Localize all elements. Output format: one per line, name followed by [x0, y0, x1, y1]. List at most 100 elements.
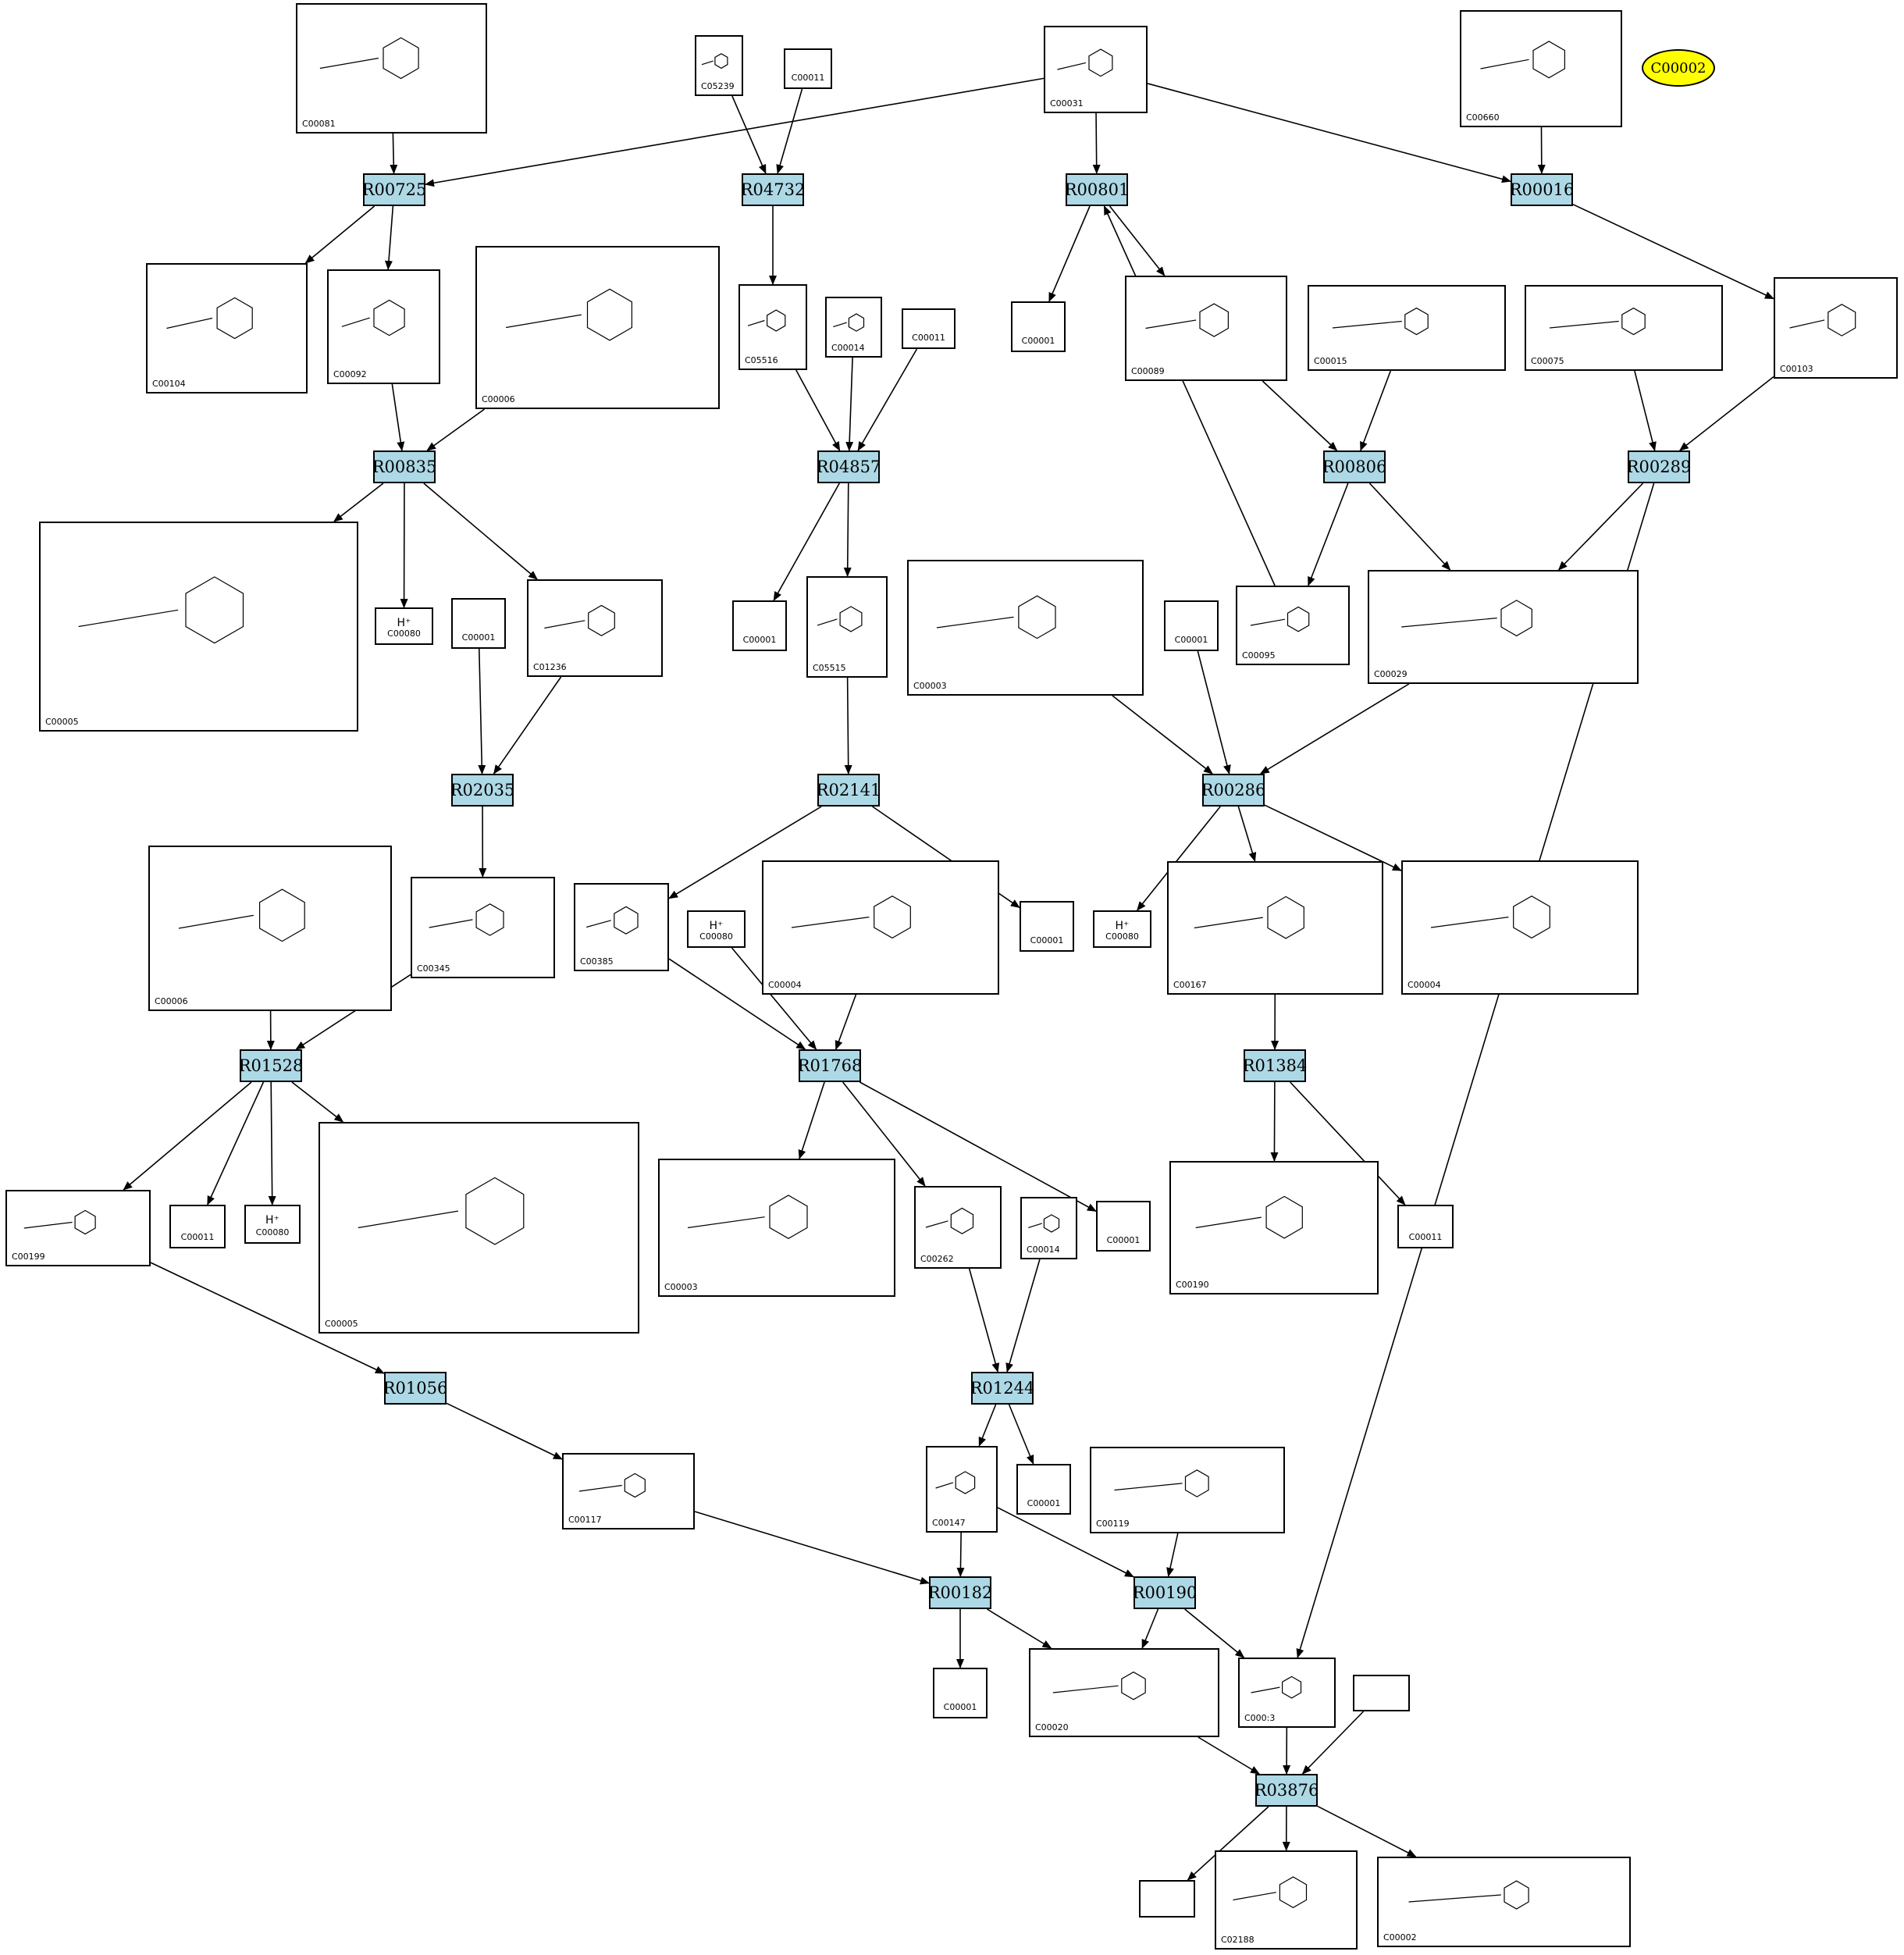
compound-id: C01236 [533, 662, 567, 672]
reaction-node[interactable]: R02141 [816, 774, 881, 807]
compound-node[interactable]: C00001 [1020, 901, 1074, 952]
compound-node[interactable]: C00199 [5, 1190, 151, 1266]
compound-node[interactable]: C00003 [658, 1159, 895, 1297]
compound-node[interactable]: H⁺C00080 [244, 1205, 301, 1244]
compound-node[interactable]: C02188 [1215, 1850, 1358, 1950]
compound-node[interactable]: C00167 [1167, 861, 1383, 995]
compound-node[interactable]: C01236 [527, 579, 663, 677]
reaction-edge [1557, 483, 1644, 571]
compound-node[interactable]: C00029 [1368, 570, 1639, 684]
compound-node[interactable]: C00092 [327, 269, 440, 384]
compound-node[interactable]: C00001 [1011, 301, 1066, 352]
reaction-node[interactable]: R04732 [741, 173, 805, 206]
reaction-node[interactable]: R00801 [1065, 173, 1129, 206]
molecule-structure [1052, 1671, 1146, 1700]
compound-node[interactable]: C00081 [296, 3, 487, 134]
compound-id: C00003 [664, 1282, 698, 1292]
compound-node[interactable]: C00006 [475, 246, 720, 409]
compound-id: C00011 [180, 1232, 215, 1242]
compound-id: C00005 [325, 1319, 358, 1329]
compound-node[interactable]: C00089 [1125, 276, 1287, 381]
compound-node[interactable]: C00262 [914, 1186, 1002, 1269]
reaction-node[interactable]: R01244 [970, 1372, 1034, 1405]
compound-node[interactable]: C00104 [146, 263, 308, 393]
molecule-structure [1145, 303, 1229, 337]
compound-node[interactable]: C00014 [825, 297, 882, 358]
compound-node[interactable]: C05515 [806, 576, 888, 678]
compound-node[interactable]: C00011 [902, 308, 956, 349]
reaction-edge [1259, 683, 1410, 775]
compound-node[interactable]: C00147 [926, 1446, 998, 1533]
compound-node[interactable]: H⁺C00080 [687, 910, 746, 948]
compound-node[interactable]: C00001 [451, 598, 506, 649]
compound-node[interactable]: C000:3 [1238, 1658, 1336, 1728]
empty-compound-node[interactable] [1353, 1675, 1410, 1711]
molecule-structure [429, 903, 504, 936]
compound-node[interactable]: C00095 [1236, 586, 1350, 665]
reaction-node[interactable]: R00286 [1201, 774, 1265, 807]
compound-node[interactable]: C00011 [1397, 1205, 1454, 1248]
reaction-node[interactable]: R02035 [450, 774, 514, 807]
reaction-edge [1137, 806, 1221, 911]
compound-node[interactable]: C00015 [1308, 285, 1506, 371]
molecule-structure [1430, 896, 1550, 939]
molecule-structure [23, 1209, 96, 1235]
reaction-edge [1198, 1736, 1260, 1775]
reaction-node[interactable]: R01768 [798, 1049, 862, 1082]
compound-node[interactable]: C05239 [695, 35, 743, 96]
highlight-compound-oval[interactable]: C00002 [1642, 49, 1715, 87]
compound-node[interactable]: C00117 [562, 1453, 695, 1529]
compound-node[interactable]: C00004 [762, 860, 999, 995]
reaction-node[interactable]: R00190 [1133, 1576, 1197, 1609]
reaction-node[interactable]: R04857 [817, 450, 881, 483]
reaction-edge [1264, 804, 1402, 871]
compound-id: C00011 [791, 73, 825, 83]
compound-node[interactable]: C00190 [1169, 1161, 1379, 1294]
compound-node[interactable]: C00031 [1044, 26, 1148, 113]
compound-node[interactable]: C00020 [1029, 1648, 1219, 1737]
compound-node[interactable]: C00006 [148, 846, 392, 1011]
compound-node[interactable]: H⁺C00080 [1093, 910, 1151, 948]
compound-node[interactable]: C00001 [732, 600, 787, 651]
compound-node[interactable]: C00011 [784, 48, 832, 89]
reaction-edge [1317, 1805, 1417, 1857]
reaction-node[interactable]: R00182 [928, 1576, 992, 1609]
compound-node[interactable]: C00011 [169, 1205, 226, 1248]
highlight-compound-label: C00002 [1650, 59, 1706, 77]
compound-node[interactable]: H⁺C00080 [375, 607, 433, 645]
reaction-node[interactable]: R00016 [1510, 173, 1574, 206]
reaction-edge [1301, 1711, 1365, 1775]
reaction-node[interactable]: R01056 [383, 1372, 447, 1405]
compound-node[interactable]: C00004 [1401, 860, 1639, 995]
compound-node[interactable]: C00001 [1164, 600, 1219, 651]
compound-node[interactable]: C00103 [1774, 277, 1898, 379]
reaction-node[interactable]: R00289 [1627, 450, 1691, 483]
compound-node[interactable]: C00005 [39, 522, 358, 732]
reaction-edge [123, 1081, 252, 1191]
compound-node[interactable]: C00660 [1460, 10, 1622, 127]
reaction-node[interactable]: R00835 [372, 450, 436, 483]
molecule-structure [341, 299, 405, 337]
compound-node[interactable]: C00005 [319, 1122, 639, 1334]
empty-compound-node[interactable] [1139, 1880, 1195, 1918]
compound-node[interactable]: C00001 [1016, 1464, 1071, 1515]
compound-node[interactable]: C00345 [411, 877, 555, 978]
reaction-node[interactable]: R01528 [239, 1049, 303, 1082]
reaction-edge [1197, 650, 1231, 775]
reaction-node[interactable]: R00725 [362, 173, 426, 206]
reaction-edge [207, 1081, 265, 1205]
compound-node[interactable]: C00003 [907, 560, 1144, 696]
compound-node[interactable]: C00075 [1525, 285, 1723, 371]
reaction-node[interactable]: R01384 [1243, 1049, 1307, 1082]
reaction-node[interactable]: R03876 [1255, 1774, 1319, 1807]
molecule-structure [701, 53, 728, 69]
compound-node[interactable]: C00119 [1090, 1447, 1285, 1533]
reaction-label: R02141 [816, 781, 881, 799]
compound-node[interactable]: C00002 [1377, 1857, 1631, 1947]
compound-node[interactable]: C00385 [574, 883, 669, 971]
compound-node[interactable]: C05516 [738, 284, 807, 370]
compound-node[interactable]: C00001 [1096, 1201, 1151, 1252]
compound-node[interactable]: C00014 [1020, 1197, 1077, 1259]
compound-node[interactable]: C00001 [933, 1668, 988, 1718]
reaction-node[interactable]: R00806 [1322, 450, 1386, 483]
